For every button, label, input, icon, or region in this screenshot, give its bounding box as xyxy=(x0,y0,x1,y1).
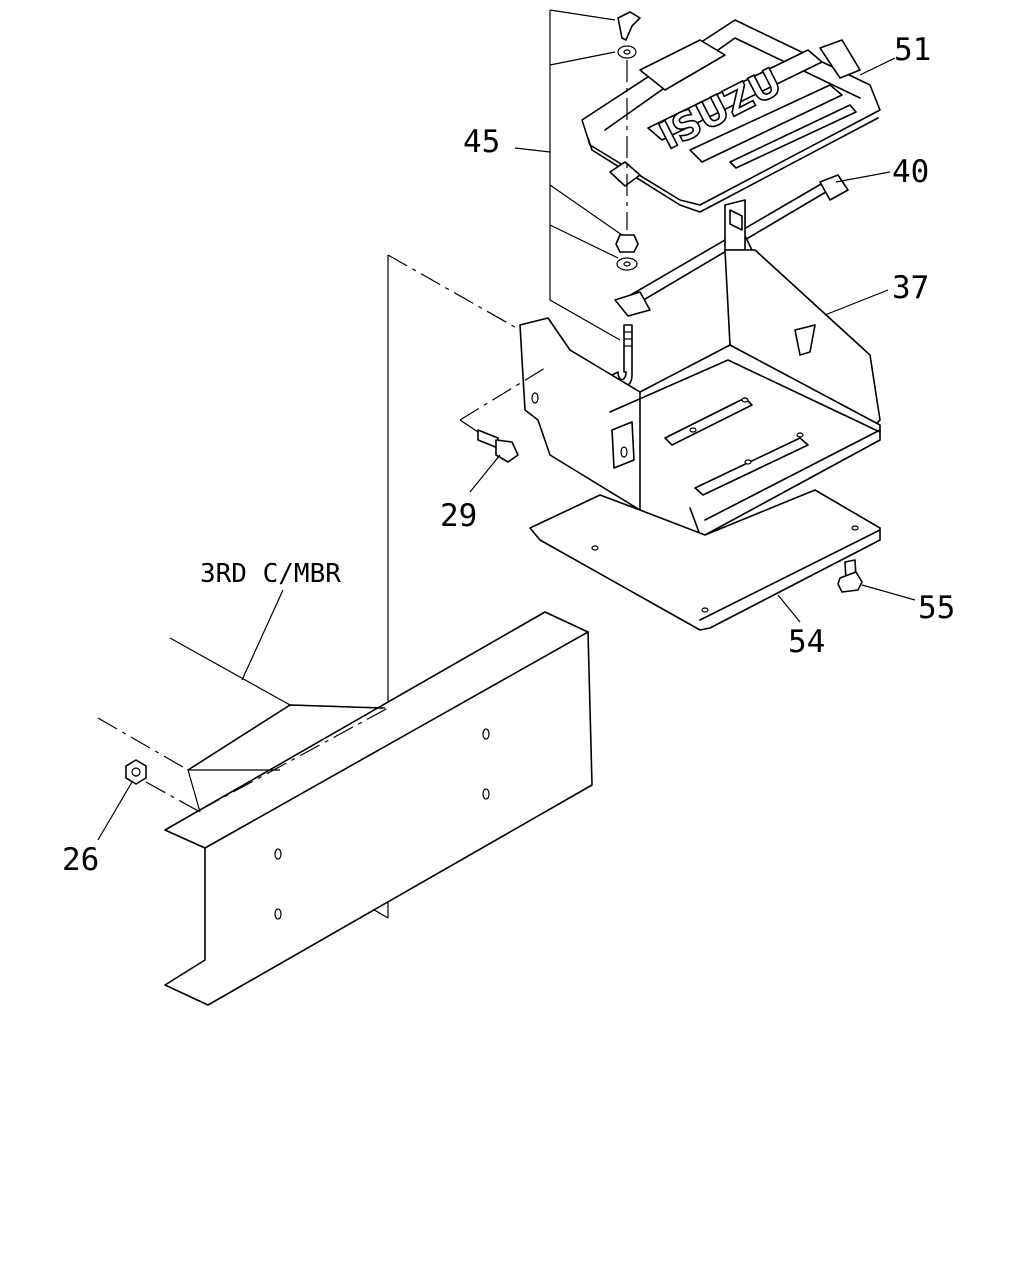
bolt-55 xyxy=(837,559,863,593)
bolt-29 xyxy=(459,367,546,463)
callout-40: 40 xyxy=(892,154,929,190)
crossmember-label: 3RD C/MBR xyxy=(200,559,341,589)
third-crossmember xyxy=(97,611,593,1006)
battery-tray xyxy=(519,199,881,536)
callout-29: 29 xyxy=(440,498,477,534)
callout-37: 37 xyxy=(892,270,929,306)
callout-45-bracket xyxy=(514,9,623,341)
callout-26: 26 xyxy=(62,842,99,878)
callout-54: 54 xyxy=(788,624,825,660)
callout-45: 45 xyxy=(463,124,500,160)
leader-lines xyxy=(97,57,916,841)
callout-51: 51 xyxy=(894,32,931,68)
nut-26 xyxy=(125,759,201,813)
hold-down-hardware xyxy=(611,11,641,440)
callout-55: 55 xyxy=(918,590,955,626)
battery: ISUZU xyxy=(581,19,881,213)
tray-bottom-plate xyxy=(529,489,881,631)
